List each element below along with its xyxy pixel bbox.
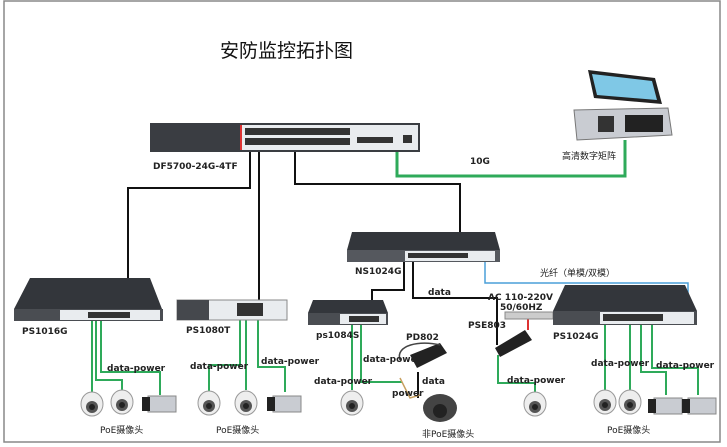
poe-links	[91, 320, 699, 395]
non-poe-camera-label: 非PoE摄像头	[422, 428, 474, 440]
data-power-label: data-power	[190, 362, 249, 372]
ac-label: AC 110-220V	[488, 293, 553, 303]
dome-camera	[340, 390, 364, 416]
link-core-ps1016	[127, 152, 251, 318]
dome-camera	[618, 389, 642, 415]
dome-camera	[593, 389, 617, 415]
ps1024g-label: PS1024G	[553, 332, 599, 342]
ns1024g-switch	[347, 232, 500, 262]
data-power-label: data-power	[363, 355, 422, 365]
link-ns-ps1084	[371, 262, 405, 302]
ps1080t-label: PS1080T	[186, 326, 231, 336]
non-poe-dome-camera	[423, 394, 457, 422]
ps1016g-switch	[14, 278, 163, 321]
diagram-title: 安防监控拓扑图	[220, 40, 353, 62]
ps1084s-label: ps1084S	[316, 331, 359, 341]
box-camera	[141, 395, 177, 413]
data-power-label: data-power	[107, 364, 166, 374]
data-power-label: data-power	[261, 357, 320, 367]
data-power-label: data-power	[507, 376, 566, 386]
data-links	[127, 152, 498, 398]
data-power-label: data-power	[314, 377, 373, 387]
dome-camera	[523, 391, 547, 417]
link-core-ns	[294, 152, 461, 232]
dome-camera	[80, 391, 104, 417]
ps1080t-switch	[176, 299, 288, 321]
pd802-splitter	[398, 342, 447, 368]
cameras	[80, 389, 717, 422]
link-ns-pse	[412, 262, 498, 345]
link-data-label: data	[428, 288, 451, 298]
poe-camera-label: PoE摄像头	[100, 424, 143, 436]
hz-label: 50/60HZ	[500, 303, 543, 313]
data-power-label: data-power	[591, 359, 650, 369]
dome-camera	[110, 389, 134, 415]
pd-data-label: data	[422, 377, 445, 387]
ps1024g-switch	[553, 285, 697, 325]
poe-camera-label: PoE摄像头	[216, 424, 259, 436]
pse803-label: PSE803	[468, 321, 506, 331]
power-cable	[399, 377, 421, 399]
link-10g	[395, 140, 627, 178]
ps1084s-switch	[308, 300, 388, 325]
dome-camera	[197, 390, 221, 416]
hd-matrix-label: 高清数字矩阵	[562, 150, 616, 162]
pd802-label: PD802	[406, 333, 439, 343]
poe-camera-label: PoE摄像头	[607, 424, 650, 436]
box-camera	[266, 395, 302, 413]
core-switch-label: DF5700-24G-4TF	[153, 162, 238, 172]
fiber-label: 光纤（单模/双模）	[540, 267, 615, 279]
box-camera	[681, 397, 717, 415]
ns1024g-label: NS1024G	[355, 267, 401, 277]
data-power-label: data-power	[656, 361, 715, 371]
core-switch	[150, 123, 420, 152]
hd-matrix-workstation	[573, 70, 673, 141]
ps1016g-label: PS1016G	[22, 327, 68, 337]
link-10g-label: 10G	[470, 157, 490, 167]
box-camera	[647, 397, 683, 415]
dome-camera	[234, 390, 258, 416]
power-label: power	[392, 389, 424, 399]
